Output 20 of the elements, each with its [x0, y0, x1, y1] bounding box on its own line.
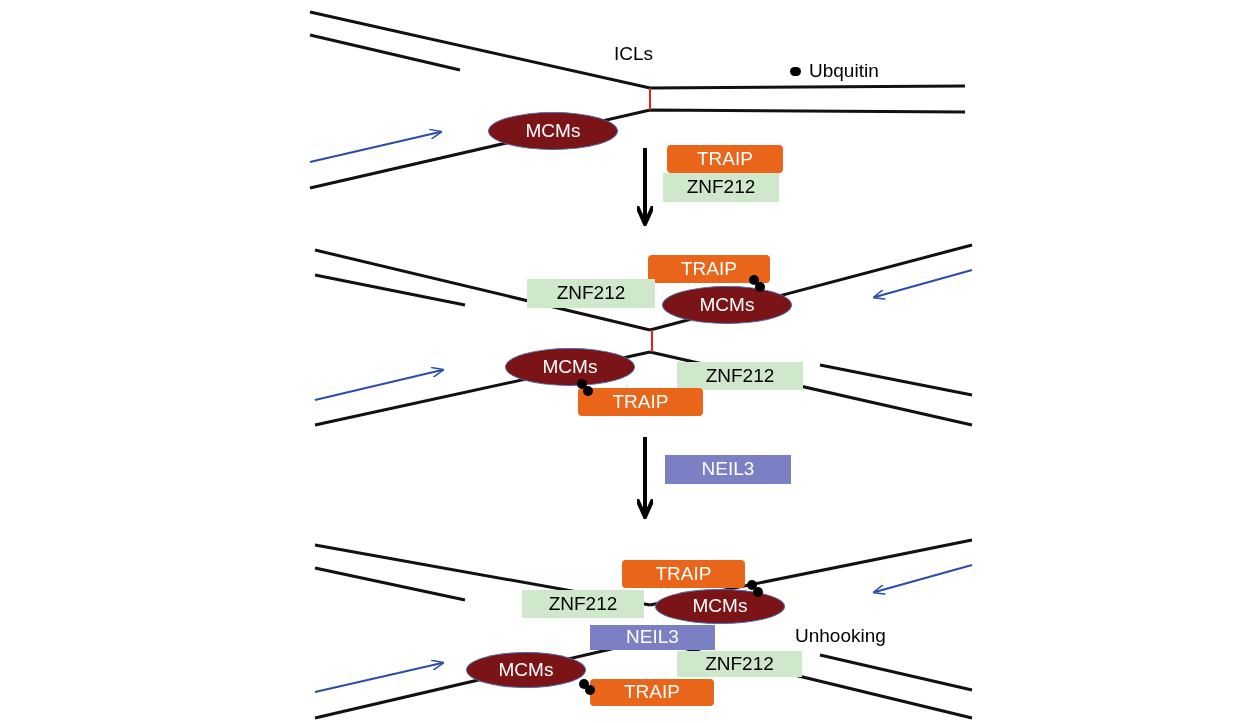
traip-box: TRAIP	[590, 679, 714, 706]
znf212-box: ZNF212	[663, 173, 779, 202]
mcm-ellipse: MCMs	[662, 286, 792, 324]
znf212-box: ZNF212	[527, 279, 655, 308]
mcm-ellipse: MCMs	[488, 112, 618, 150]
traip-box: TRAIP	[648, 255, 770, 283]
mcm-ellipse: MCMs	[466, 652, 586, 688]
znf212-box: ZNF212	[522, 590, 644, 618]
neil3-box: NEIL3	[590, 625, 715, 650]
annotation-text: Unhooking	[795, 624, 886, 648]
neil3-box: NEIL3	[665, 455, 791, 484]
znf212-box: ZNF212	[677, 362, 803, 390]
znf212-box: ZNF212	[677, 651, 802, 677]
traip-box: TRAIP	[578, 388, 703, 416]
traip-box: TRAIP	[667, 145, 783, 173]
legend-text: Ubquitin	[809, 59, 879, 83]
mcm-ellipse: MCMs	[505, 348, 635, 386]
annotation-text: ICLs	[614, 42, 654, 66]
mcm-ellipse: MCMs	[655, 589, 785, 624]
traip-box: TRAIP	[622, 560, 745, 588]
